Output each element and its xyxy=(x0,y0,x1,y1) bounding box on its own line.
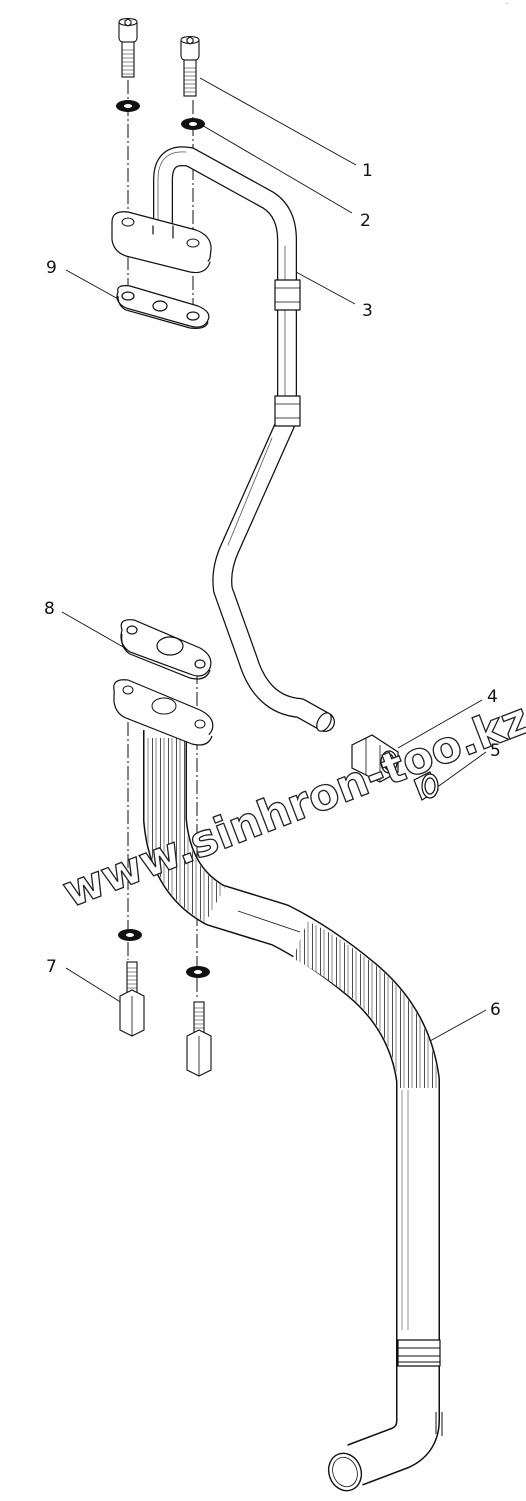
corner-mark: ᵃᵃ xyxy=(505,2,509,8)
washer-icon xyxy=(116,100,205,130)
bolt-icon xyxy=(180,35,200,97)
callout-5: 5 xyxy=(490,741,501,761)
oil-drain-hose-icon xyxy=(113,679,443,1492)
callout-3: 3 xyxy=(362,301,373,321)
callout-7: 7 xyxy=(46,957,57,977)
washer-icon xyxy=(118,929,210,978)
callout-4: 4 xyxy=(487,687,498,707)
oil-feed-pipe-icon xyxy=(111,146,335,732)
callout-2: 2 xyxy=(360,211,371,231)
stud-icon xyxy=(186,1001,212,1077)
callout-1: 1 xyxy=(362,161,373,181)
callout-9: 9 xyxy=(46,258,57,278)
stud-icon xyxy=(119,961,145,1037)
bolt-icon xyxy=(118,17,138,78)
sleeve-icon xyxy=(413,771,439,801)
watermark: www.sinhron-too.kz xyxy=(56,693,526,918)
leader-lines xyxy=(61,77,487,1042)
gasket-icon xyxy=(120,619,212,680)
callout-8: 8 xyxy=(44,599,55,619)
union-nut-icon xyxy=(351,734,399,783)
callout-labels: 1 2 3 4 5 6 7 8 9 xyxy=(44,161,501,1020)
gasket-icon xyxy=(116,285,210,329)
callout-6: 6 xyxy=(490,1000,501,1020)
